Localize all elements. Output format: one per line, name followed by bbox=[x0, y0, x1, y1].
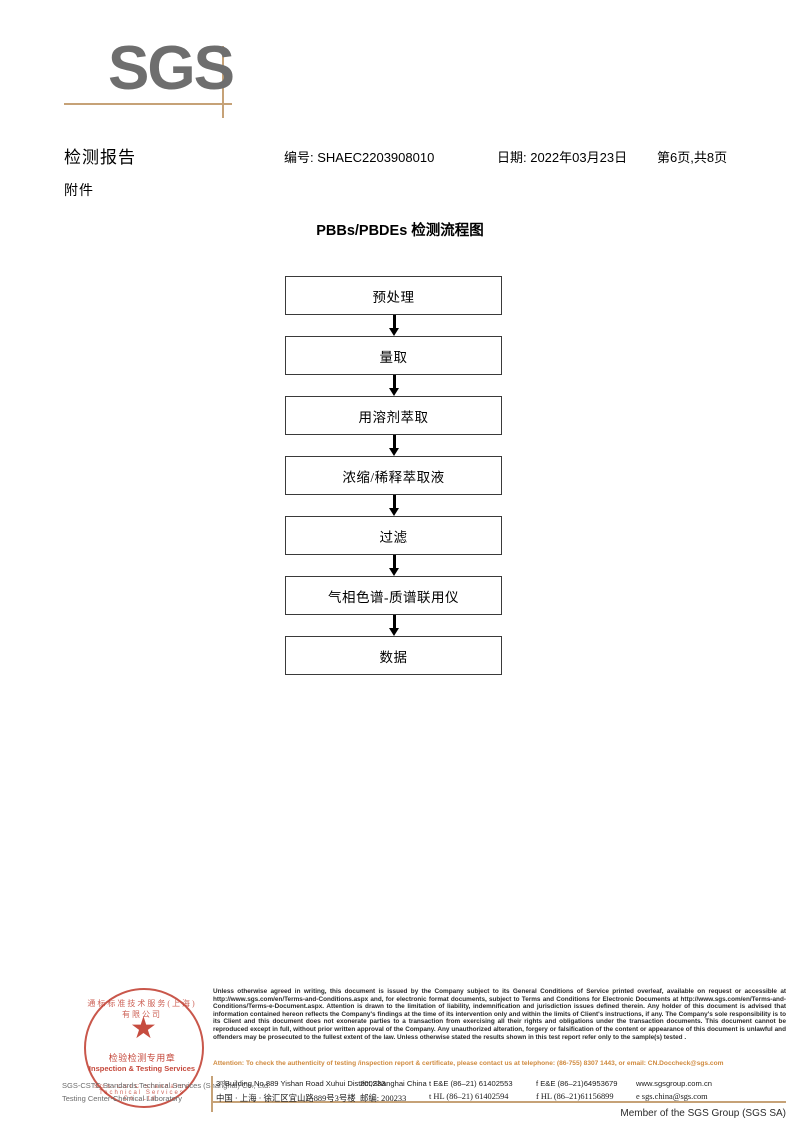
footer-horizontal-divider bbox=[211, 1101, 786, 1103]
logo-horizontal-rule bbox=[64, 103, 232, 105]
star-icon: ★ bbox=[130, 1012, 157, 1045]
flow-arrow-icon bbox=[285, 495, 504, 516]
stamp-center-english-text: Inspection & Testing Services bbox=[88, 1064, 196, 1073]
fax-hl: f HL (86–21)61156899 bbox=[536, 1092, 614, 1101]
address-chinese: 中国 · 上海 · 徐汇区宜山路889号3号楼 bbox=[216, 1094, 356, 1103]
flow-step-box: 浓缩/稀释萃取液 bbox=[285, 456, 502, 495]
stamp-company-department: Testing Center-Chemical Laboratory bbox=[62, 1094, 183, 1103]
flow-step-box: 量取 bbox=[285, 336, 502, 375]
flow-step-box: 过滤 bbox=[285, 516, 502, 555]
flowchart: 预处理 量取 用溶剂萃取 浓缩/稀释萃取液 过滤 气相色谱-质谱联用仪 数据 bbox=[285, 276, 504, 675]
member-of-sgs-group: Member of the SGS Group (SGS SA) bbox=[620, 1108, 786, 1119]
postcode-english: 200233 bbox=[360, 1079, 386, 1088]
page-indicator: 第6页,共8页 bbox=[657, 150, 728, 165]
flow-arrow-icon bbox=[285, 375, 504, 396]
flow-arrow-icon bbox=[285, 315, 504, 336]
flow-step-label: 过滤 bbox=[379, 529, 408, 545]
flow-step-box: 用溶剂萃取 bbox=[285, 396, 502, 435]
stamp-center-chinese-text: 检验检测专用章 bbox=[108, 1053, 176, 1063]
footer-terms-text: Unless otherwise agreed in writing, this… bbox=[213, 988, 786, 1041]
flowchart-title: PBBs/PBDEs 检测流程图 bbox=[316, 223, 484, 239]
flow-step-label: 数据 bbox=[379, 649, 408, 665]
report-date: 日期: 2022年03月23日 bbox=[497, 150, 628, 165]
official-seal-stamp: 通标标准技术服务(上海)有限公司 ★ 检验检测专用章 Inspection & … bbox=[84, 988, 204, 1108]
flow-step-label: 量取 bbox=[379, 349, 408, 365]
flow-step-label: 用溶剂萃取 bbox=[358, 409, 429, 425]
flow-step-box: 数据 bbox=[285, 636, 502, 675]
flow-arrow-icon bbox=[285, 435, 504, 456]
flow-step-box: 预处理 bbox=[285, 276, 502, 315]
footer-vertical-divider bbox=[211, 1076, 213, 1112]
attachment-label: 附件 bbox=[64, 184, 94, 199]
sgs-wordmark: SGS bbox=[108, 34, 235, 103]
postcode-chinese: 邮编: 200233 bbox=[360, 1094, 407, 1103]
report-number: 编号: SHAEC2203908010 bbox=[284, 150, 435, 165]
flow-step-label: 预处理 bbox=[372, 289, 415, 305]
email: e sgs.china@sgs.com bbox=[636, 1092, 708, 1101]
footer-attention-text: Attention: To check the authenticity of … bbox=[213, 1060, 724, 1067]
flow-arrow-icon bbox=[285, 555, 504, 576]
flow-step-box: 气相色谱-质谱联用仪 bbox=[285, 576, 502, 615]
telephone-hl: t HL (86–21) 61402594 bbox=[429, 1092, 509, 1101]
telephone-ee: t E&E (86–21) 61402553 bbox=[429, 1079, 513, 1088]
stamp-circle-border bbox=[84, 988, 204, 1108]
fax-ee: f E&E (86–21)64953679 bbox=[536, 1079, 618, 1088]
stamp-arc-top-text: 通标标准技术服务(上海)有限公司 bbox=[87, 999, 197, 1019]
page-title: 检测报告 bbox=[64, 148, 136, 167]
stamp-company-name: SGS-CSTC Standards Technical Services (S… bbox=[62, 1081, 271, 1090]
flow-step-label: 气相色谱-质谱联用仪 bbox=[328, 589, 459, 605]
address-english: 3ʳᵈBuilding,No.889 Yishan Road Xuhui Dis… bbox=[216, 1079, 427, 1088]
flow-step-label: 浓缩/稀释萃取液 bbox=[342, 469, 445, 485]
sgs-logo: SGS bbox=[64, 38, 304, 118]
logo-vertical-rule bbox=[222, 46, 224, 118]
stamp-arc-bottom-text: SGS-CSTC Standards Technical Services Co… bbox=[93, 1084, 191, 1102]
website: www.sgsgroup.com.cn bbox=[636, 1079, 712, 1088]
flow-arrow-icon bbox=[285, 615, 504, 636]
